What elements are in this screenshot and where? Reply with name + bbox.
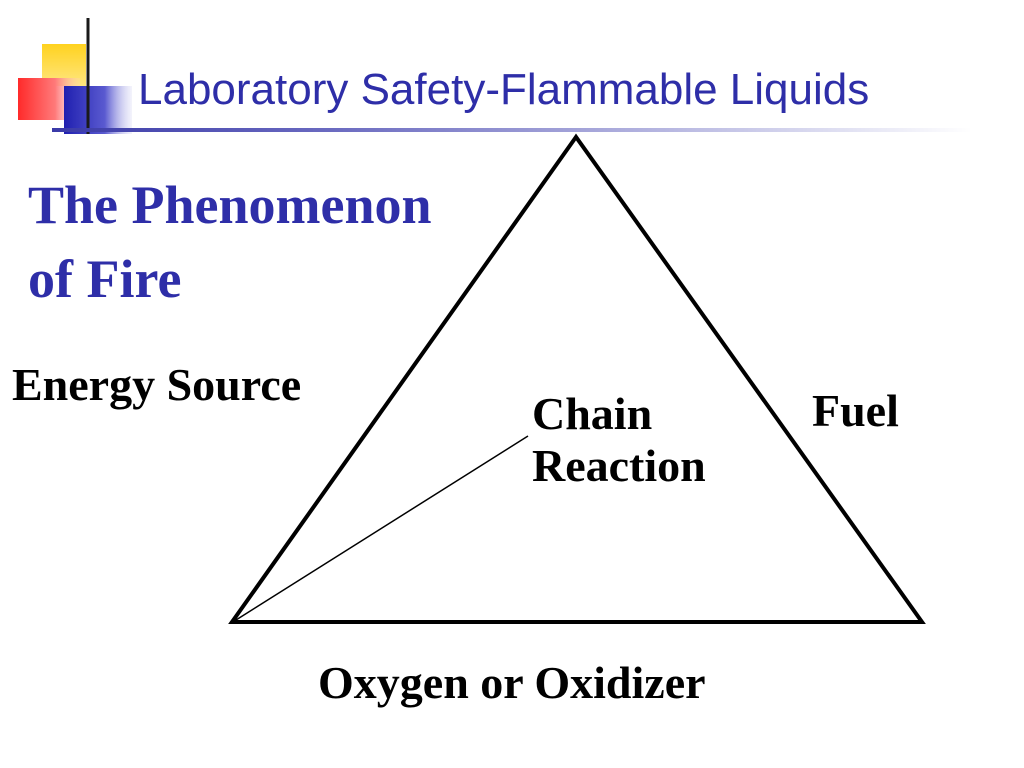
decorative-squares-logo [18,18,132,134]
label-chain-reaction: Chain Reaction [532,388,706,492]
blue-square [64,86,132,134]
chain-reaction-leader-line [235,435,529,621]
label-fuel: Fuel [812,385,899,436]
subtitle-line-2: of Fire [28,249,182,309]
label-chain-line-1: Chain [532,388,653,439]
label-chain-line-2: Reaction [532,440,706,491]
fire-triangle [228,133,926,624]
slide-title: Laboratory Safety-Flammable Liquids [138,65,870,114]
label-oxygen-or-oxidizer: Oxygen or Oxidizer [318,657,706,708]
slide-subtitle: The Phenomenon of Fire [28,168,432,316]
subtitle-line-1: The Phenomenon [28,175,432,235]
title-underline [52,128,972,132]
label-energy-source: Energy Source [12,359,302,410]
